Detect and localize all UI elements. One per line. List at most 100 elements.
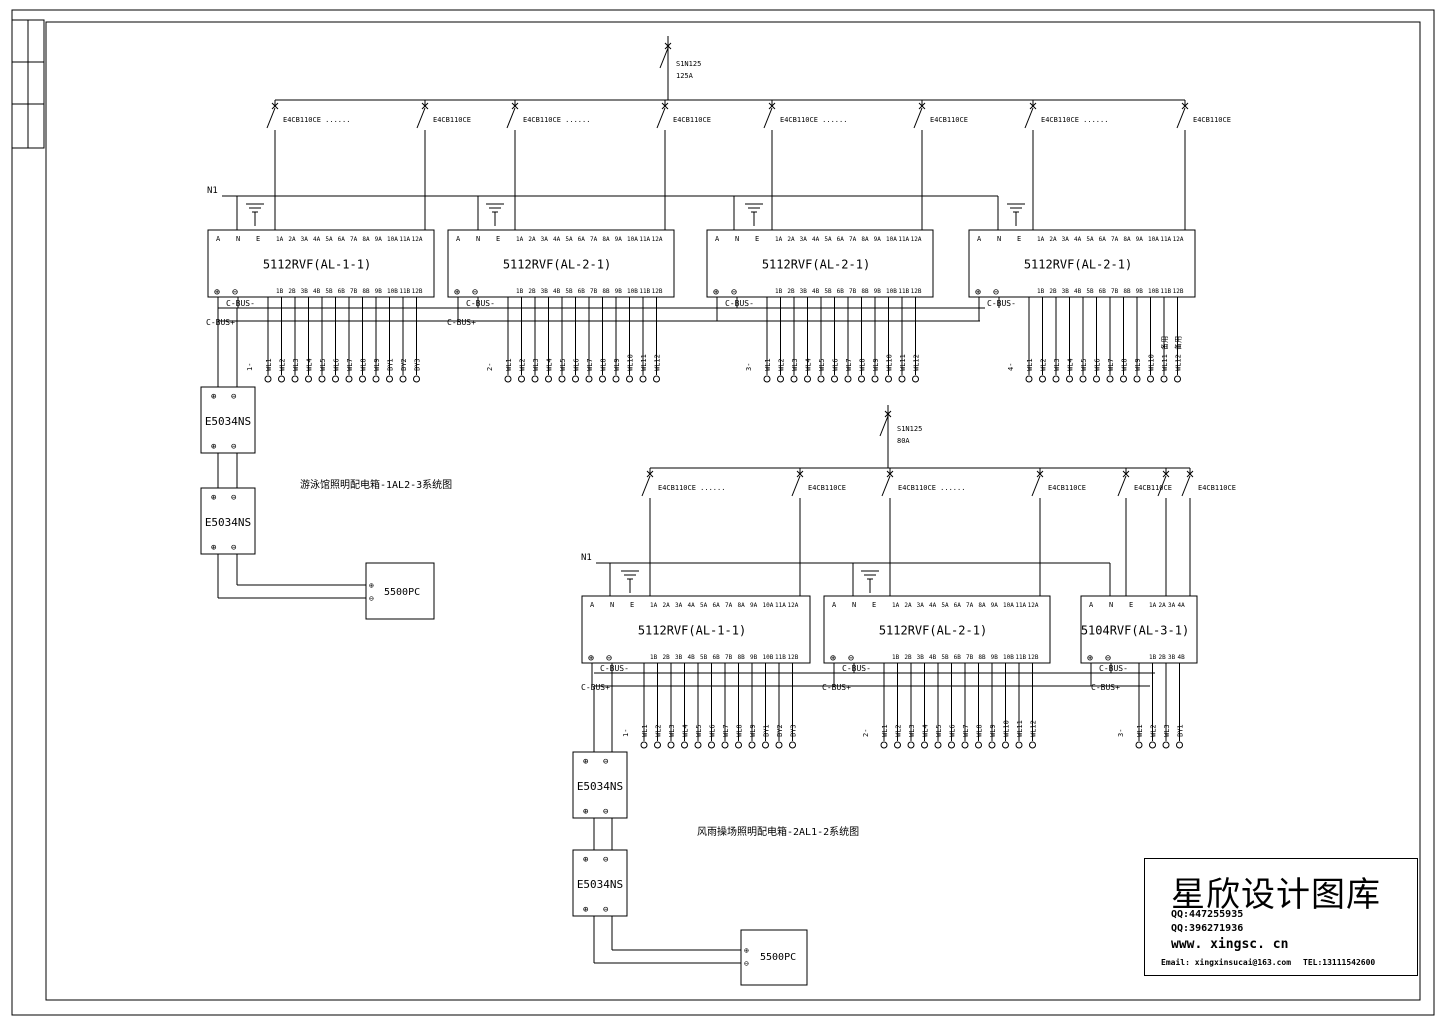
pc-box	[740, 929, 808, 986]
breaker-contact	[1181, 475, 1191, 497]
terminal-bottom-label: 7B	[350, 288, 358, 295]
terminal-e-label: E	[1017, 235, 1021, 243]
terminal-bottom-label: 3B	[917, 654, 925, 661]
circuit-terminal	[345, 375, 353, 383]
circuit-label: WL7	[845, 358, 853, 371]
panel1-title: 游泳馆照明配电箱-1AL2-3系统图	[300, 478, 452, 491]
c-bus-plus-label: C-BUS+	[206, 318, 235, 327]
terminal-top-label: 2A	[1049, 236, 1057, 243]
terminal-bottom-label: 12B	[652, 288, 663, 295]
terminal-minus: ⊖	[603, 855, 608, 865]
circuit-label: WL8	[976, 724, 984, 737]
terminal-bottom-label: 8B	[1123, 288, 1131, 295]
terminal-top-label: 10A	[1148, 236, 1159, 243]
branch-breaker: E4CB110CE ......	[506, 100, 590, 230]
terminal-minus: ⊖	[744, 959, 749, 968]
circuit-label: WL10	[1148, 354, 1156, 371]
circuit-label: WL9	[872, 358, 880, 371]
terminal-top-label: 6A	[578, 236, 586, 243]
terminal-bottom-label: 1B	[650, 654, 658, 661]
terminal-top-label: 12A	[652, 236, 663, 243]
terminal-top-label: 7A	[1111, 236, 1119, 243]
terminal-top-label: 4A	[1074, 236, 1082, 243]
breaker-cross	[1122, 470, 1130, 478]
circuit-terminal	[599, 375, 606, 383]
terminal-bottom-label: 9B	[375, 288, 383, 295]
circuit-label: WL7	[346, 358, 354, 371]
terminal-bottom-label: 11B	[1160, 288, 1171, 295]
breaker-contact	[1117, 475, 1127, 497]
module-box	[447, 229, 675, 298]
terminal-plus: ⊕	[744, 946, 749, 955]
terminal-bottom-label: 1B	[1037, 288, 1045, 295]
circuit-label: WL1	[1136, 724, 1144, 737]
breaker-label: E4CB110CE	[808, 484, 846, 492]
power-module-1: ⊕⊖⊕⊖E5034NS	[572, 849, 628, 917]
terminal-bottom-label: 8B	[738, 654, 746, 661]
module-name: 5112RVF(AL-2-1)	[1024, 258, 1132, 272]
circuit-terminal	[372, 375, 380, 383]
terminal-top-label: 10A	[627, 236, 638, 243]
circuit-terminal	[1135, 741, 1143, 749]
circuit-terminal	[789, 741, 796, 749]
terminal-e-label: E	[256, 235, 260, 243]
module-name: 5112RVF(AL-1-1)	[638, 624, 746, 638]
neutral-label: N1	[581, 553, 592, 563]
power-module-box	[572, 849, 628, 917]
terminal-top-label: 9A	[991, 602, 999, 609]
terminal-minus: ⊖	[731, 287, 737, 298]
breaker-contact	[656, 107, 666, 129]
breaker-label: E4CB110CE ......	[658, 484, 725, 492]
circuit-label: WL7	[1107, 358, 1115, 371]
earth-symbol	[861, 570, 879, 593]
terminal-top-label: 5A	[700, 602, 708, 609]
circuit-terminal	[775, 741, 783, 749]
module-name: 5112RVF(AL-2-1)	[762, 258, 870, 272]
circuit-label: WL8	[360, 358, 368, 371]
terminal-top-label: 1A	[1037, 236, 1045, 243]
circuit-terminal	[1002, 741, 1009, 749]
power-module-box	[572, 751, 628, 819]
module-box	[581, 595, 811, 664]
circuit-label: WL12	[654, 354, 662, 371]
breaker-contact	[763, 107, 773, 129]
terminal-top-label: 11A	[1015, 602, 1026, 609]
terminal-plus: ⊕	[583, 855, 588, 865]
breaker-contact	[1157, 475, 1167, 497]
terminal-top-label: 8A	[362, 236, 370, 243]
breaker-label: E4CB110CE ......	[898, 484, 965, 492]
terminal-top-label: 4A	[812, 236, 820, 243]
terminal-plus: ⊕	[583, 757, 588, 767]
group-label: 3-	[745, 363, 753, 371]
power-module-name: E5034NS	[205, 415, 251, 428]
terminal-bottom-label: 5B	[325, 288, 333, 295]
circuit-terminal	[921, 741, 928, 749]
terminal-bottom-label: 5B	[941, 654, 949, 661]
terminal-e-label: E	[496, 235, 500, 243]
circuit-terminal	[639, 375, 647, 383]
power-module-box	[200, 386, 256, 454]
terminal-bottom-label: 11B	[775, 654, 786, 661]
terminal-top-label: 3A	[1062, 236, 1070, 243]
terminal-top-label: 1A	[775, 236, 783, 243]
pc-box	[365, 562, 435, 620]
circuit-terminal	[654, 741, 661, 749]
terminal-minus: ⊖	[232, 287, 238, 298]
circuit-terminal	[264, 375, 272, 383]
circuit-label: WL9	[749, 724, 757, 737]
branch-breaker: E4CB110CE ......	[641, 468, 725, 596]
terminal-top-label: 1A	[1149, 602, 1157, 609]
circuit-terminal	[558, 375, 566, 383]
circuit-label: WL6	[333, 358, 341, 371]
breaker-cross	[511, 102, 519, 110]
breaker-contact	[1024, 107, 1034, 129]
terminal-top-label: 9A	[615, 236, 623, 243]
terminal-top-label: 6A	[338, 236, 346, 243]
circuit-label: WL3	[668, 724, 676, 737]
terminal-bottom-label: 12B	[1173, 288, 1184, 295]
terminal-a-label: A	[1089, 601, 1094, 609]
terminal-top-label: 8A	[602, 236, 610, 243]
module-name: 5104RVF(AL-3-1)	[1081, 624, 1189, 638]
email: Email: xingxinsucai@163.com	[1161, 958, 1292, 967]
